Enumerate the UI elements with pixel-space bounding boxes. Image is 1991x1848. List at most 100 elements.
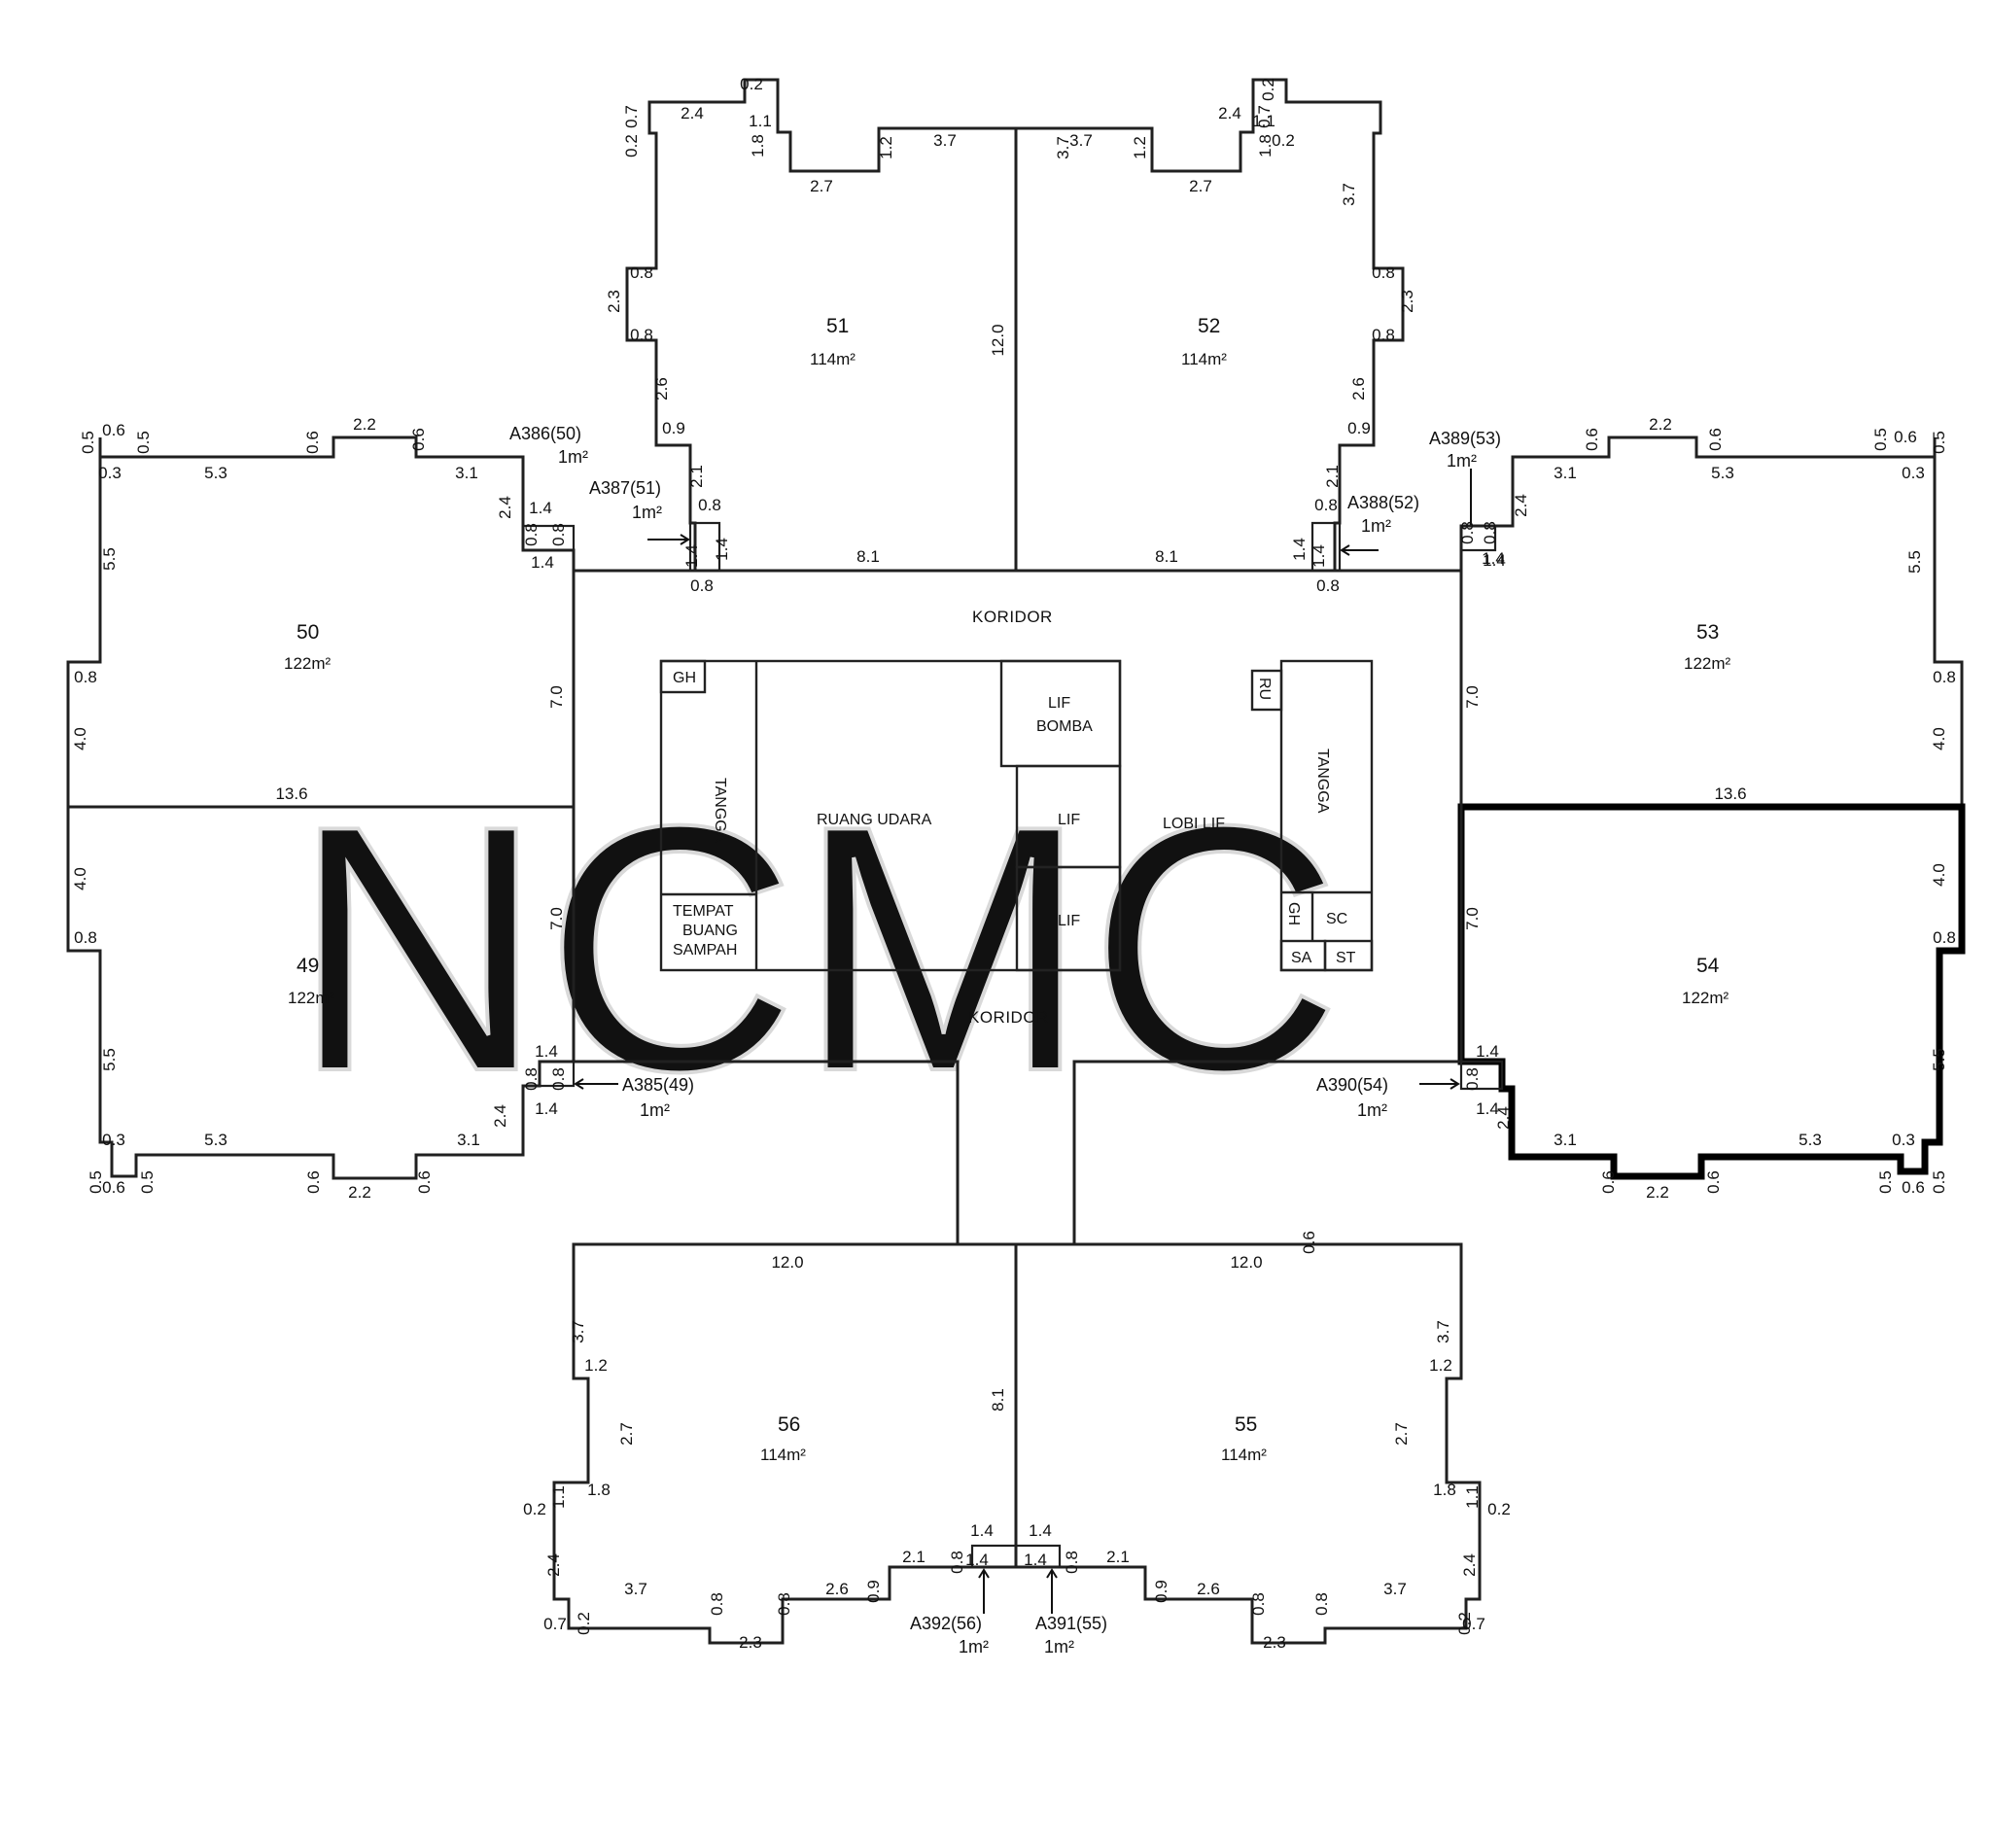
parcel-a390-box — [1459, 1060, 1504, 1091]
dimension-label: 1.8 — [1433, 1481, 1456, 1499]
dimension-label: 0.7 — [543, 1615, 567, 1633]
dimension-label: 0.7 — [1462, 1615, 1485, 1633]
dimension-label: 7.0 — [1463, 907, 1482, 930]
dimension-label: 1.4 — [713, 538, 731, 561]
dimension-label: 2.2 — [1649, 415, 1672, 434]
dimension-label: 0.6 — [102, 1178, 125, 1197]
unit-number: 50 — [297, 621, 319, 644]
st-box — [1323, 939, 1374, 972]
dimension-label: 1.4 — [531, 553, 554, 572]
dimension-label: 3.7 — [569, 1320, 587, 1343]
dimension-label: 0.5 — [1930, 1170, 1948, 1194]
parcel-id: A390(54) — [1316, 1075, 1388, 1095]
lif-2-label: LIF — [1058, 913, 1080, 929]
dimension-label: 4.0 — [71, 727, 89, 750]
dimension-label: 2.4 — [491, 1104, 509, 1128]
dimension-label: 0.6 — [409, 428, 428, 451]
dimension-label: 2.2 — [353, 415, 376, 434]
parcel-area: 1m² — [558, 447, 588, 467]
dimension-label: 0.6 — [304, 1170, 323, 1194]
dimension-label: 5.5 — [100, 547, 119, 571]
lif-bomba-label-1: LIF — [1048, 695, 1070, 712]
unit-area: 122m² — [288, 989, 335, 1007]
dimension-label: 5.5 — [1930, 1048, 1948, 1071]
parcel-a387-box — [688, 521, 721, 573]
dimension-label: 0.2 — [622, 134, 641, 157]
dimension-label: 0.8 — [1481, 521, 1499, 544]
unit-area: 114m² — [760, 1446, 806, 1464]
dimension-label: 1.4 — [1029, 1521, 1052, 1540]
dimension-label: 0.8 — [630, 326, 653, 344]
dimension-label: 1.4 — [965, 1551, 989, 1569]
dimension-label: 2.3 — [605, 290, 623, 313]
parcel-area: 1m² — [1447, 451, 1477, 471]
parcel-a385-box — [538, 1060, 576, 1088]
dimension-label: 1.1 — [1463, 1485, 1482, 1509]
dimension-label: 1.1 — [549, 1485, 568, 1509]
parcel-a388-box — [1310, 521, 1342, 573]
unit-number: 51 — [826, 315, 849, 337]
dimension-label: 4.0 — [71, 867, 89, 890]
dimension-label: 2.6 — [825, 1580, 849, 1598]
dimension-label: 3.7 — [1069, 131, 1093, 150]
dimension-label: 0.8 — [74, 668, 97, 686]
dimension-label: 2.1 — [1106, 1548, 1130, 1566]
dimension-label: 2.3 — [1263, 1633, 1286, 1652]
ru-box — [1250, 669, 1283, 712]
parcel-a387-label: A387(51) 1m² — [589, 478, 690, 545]
dimension-label: 0.8 — [1933, 668, 1956, 686]
dimension-label: 4.0 — [1930, 727, 1948, 750]
parcel-a388-arrow — [1340, 544, 1379, 556]
dimension-label: 0.8 — [708, 1592, 726, 1616]
parcel-a386-label: A386(50) 1m² — [509, 424, 588, 467]
corridor-top-label: KORIDOR — [972, 608, 1053, 626]
dimension-label: 0.8 — [1372, 263, 1395, 282]
unit-label-52: 52 114m² — [1181, 315, 1227, 368]
dimension-label: 3.7 — [1434, 1320, 1452, 1343]
dimension-label: 8.1 — [989, 1388, 1007, 1412]
dimension-label: 2.7 — [1189, 177, 1212, 195]
tempat-label-2: BUANG — [682, 923, 738, 939]
dimension-label: 0.2 — [1259, 78, 1277, 101]
parcel-id: A391(55) — [1035, 1614, 1107, 1633]
dimension-label: 2.4 — [1218, 104, 1241, 122]
dimension-label: 0.9 — [864, 1580, 883, 1603]
watermark: NCMC — [292, 753, 1342, 1144]
unit-51-boundary — [625, 78, 1018, 573]
dimension-label: 1.4 — [535, 1099, 558, 1118]
dimension-label: 0.6 — [1583, 428, 1601, 451]
dimension-label: 5.3 — [1799, 1131, 1822, 1149]
unit-area: 114m² — [1221, 1446, 1267, 1464]
unit-area: 122m² — [1684, 654, 1731, 673]
unit-label-50: 50 122m² — [284, 621, 332, 673]
dimension-label: 0.6 — [303, 431, 322, 454]
dimension-label: 1.4 — [1310, 544, 1328, 568]
unit-label-53: 53 122m² — [1684, 621, 1731, 673]
unit-label-55: 55 114m² — [1221, 1413, 1267, 1464]
sa-label: SA — [1291, 950, 1312, 966]
dimension-label: 0.8 — [1933, 928, 1956, 947]
parcel-a387-arrow — [647, 534, 690, 545]
unit-53-boundary — [1459, 436, 1964, 809]
dimension-label: 0.2 — [1455, 1612, 1474, 1635]
dimension-label: 1.4 — [1476, 1099, 1499, 1118]
parcel-a388-label: A388(52) 1m² — [1340, 493, 1419, 556]
lif-2-box — [1015, 865, 1122, 972]
dimension-label: 2.2 — [348, 1183, 371, 1202]
dimension-label: 0.2 — [575, 1612, 593, 1635]
dimension-label: 1.4 — [1482, 549, 1505, 568]
dimension-label: 0.8 — [690, 576, 714, 595]
tempat-label-1: TEMPAT — [673, 903, 734, 920]
dimension-label: 0.8 — [1249, 1592, 1268, 1616]
tangga-right-label: TANGGA — [1314, 749, 1331, 814]
dimension-label: 0.3 — [1902, 464, 1925, 482]
dimension-label: 0.8 — [1372, 326, 1395, 344]
unit-52-boundary — [1016, 78, 1405, 573]
dimension-label: 3.1 — [457, 1131, 480, 1149]
parcel-area: 1m² — [1361, 516, 1391, 536]
dimension-label: 0.6 — [1706, 428, 1725, 451]
dimension-label: 0.9 — [1152, 1580, 1170, 1603]
parcel-a391-box — [1014, 1544, 1062, 1569]
dimension-label: 2.4 — [496, 496, 514, 519]
unit-50-boundary — [66, 436, 576, 809]
